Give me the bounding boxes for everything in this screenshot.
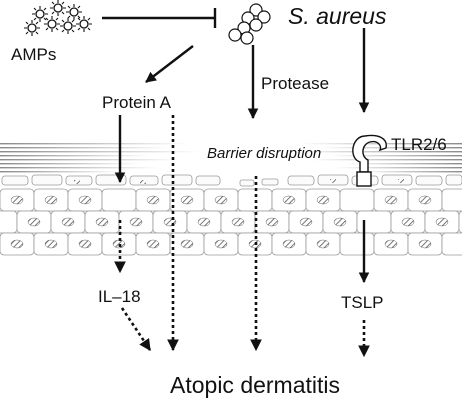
inhibition-arrow — [102, 8, 217, 28]
label-tlr: TLR2/6 — [391, 135, 447, 154]
label-atopic-dermatitis: Atopic dermatitis — [170, 372, 340, 398]
granular-layer — [1, 174, 462, 187]
skin-layers — [0, 143, 462, 256]
label-tslp: TSLP — [341, 293, 384, 312]
arrow-amps-to-protein-a — [145, 45, 194, 83]
label-il18: IL–18 — [98, 287, 141, 306]
label-s-aureus: S. aureus — [288, 3, 387, 29]
label-protein-a: Protein A — [102, 93, 172, 112]
stratum-corneum — [0, 143, 462, 173]
arrow-il18-to-dermatitis — [120, 307, 152, 351]
label-protease: Protease — [261, 74, 329, 93]
label-amps: AMPs — [11, 45, 56, 64]
s-aureus-cluster-icon — [228, 3, 271, 45]
amps-icon — [24, 0, 92, 36]
tlr-receptor-icon — [352, 134, 387, 187]
label-barrier-disruption: Barrier disruption — [207, 145, 321, 162]
